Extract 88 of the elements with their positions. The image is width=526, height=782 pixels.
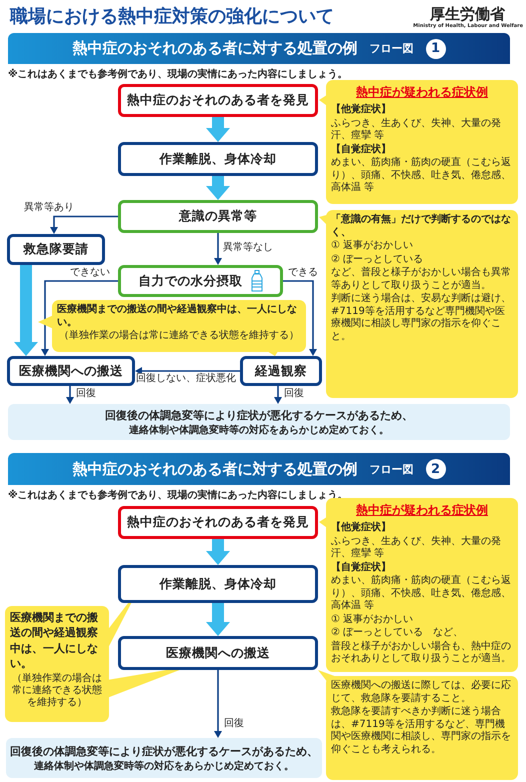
callout-heading: 熱中症が疑われる症状例 — [355, 84, 489, 101]
process-box — [118, 265, 283, 297]
node-text: ふらつき、生あくび、失神、大量の発汗、痙攣 等 — [331, 118, 502, 142]
process-box — [7, 356, 135, 386]
node-text: ① 返事がおかしい — [331, 614, 414, 626]
edge-label: できない — [70, 267, 110, 279]
arrow — [14, 265, 38, 356]
node-text: 判断に迷う場合は、安易な判断は避け、#7119等を活用するなど専門機関や医療機関に相談し専門家の指示を仰ぐこと。 — [331, 293, 512, 343]
arrow — [50, 216, 118, 234]
node-text: 医療機関までの搬送の間や経過観察中は、一人にしない。 — [10, 610, 99, 672]
node-text: 救急隊を要請すべきか判断に迷う場合は、#7119等を活用するなど、専門機関や医療機関に相談し、専門家の指示を仰ぐことも考えられる。 — [331, 706, 512, 756]
node-text: 【他覚症状】 — [331, 522, 392, 534]
node-text: ふらつき、生あくび、失神、大量の発汗、痙攣 等 — [331, 536, 502, 560]
process-box — [118, 142, 318, 176]
arrow — [66, 386, 74, 404]
edge-label: 異常等なし — [223, 242, 273, 254]
callout-bubble — [326, 676, 518, 780]
node-text: 回復後の体調急変等により症状が悪化するケースがあるため、 — [105, 408, 413, 422]
edge-label: 回復 — [224, 718, 244, 730]
header-band — [8, 33, 510, 64]
node-text: 救急隊要請 — [24, 241, 88, 258]
node-text: 意識の異常等 — [179, 208, 257, 225]
node-text: 【自覚症状】 — [331, 562, 392, 574]
node-text: 医療機関への搬送 — [166, 644, 270, 662]
callout-bubble — [326, 80, 518, 204]
process-box — [118, 200, 318, 233]
edge-label: 異常等あり — [24, 202, 74, 214]
node-text: など、普段と様子がおかしい場合も異常等ありとして取り扱うことが適当。 — [331, 267, 512, 292]
node-text: 連絡体制や体調急変時等の対応をあらかじめ定めておく。 — [129, 423, 389, 436]
node-text: 自力での水分摂取 — [138, 272, 242, 290]
arrow — [206, 539, 230, 565]
node-text: めまい、筋肉痛・筋肉の硬直（こむら返り）、頭痛、不快感、吐き気、倦怠感、高体温 等 — [331, 157, 512, 194]
node-text: 作業離脱、身体冷却 — [160, 576, 276, 592]
node-text: 熱中症のおそれのある者を発見 — [127, 92, 309, 109]
number-badge: 1 — [426, 38, 446, 58]
node-text: 医療機関への搬送に際しては、必要に応じて、救急隊を要請すること。 — [331, 680, 512, 705]
node-text: 医療機関への搬送 — [19, 362, 123, 380]
note-box — [6, 738, 322, 778]
node-text: 回復後の体調急変等により症状が悪化するケースがあるため、 — [10, 744, 318, 758]
note-text: ※これはあくまでも参考例であり、現場の実情にあった内容にしましょう。 — [8, 67, 348, 81]
callout-bubble — [326, 498, 518, 672]
node-text: フロー図 — [370, 462, 414, 476]
header-band — [8, 453, 510, 485]
node-text: 普段と様子がおかしい場合も、熱中症のおそれありとして取り扱うことが適当。 — [331, 640, 512, 666]
note-box — [8, 404, 510, 440]
arrow — [283, 280, 317, 356]
node-text: ② ぼーっとしている など、 — [331, 627, 464, 640]
node-text: 熱中症のおそれのある者を発見 — [127, 514, 309, 531]
page-title: 職場における熱中症対策の強化について — [10, 5, 334, 28]
process-box — [118, 636, 318, 670]
ministry-name: 厚生労働省 — [430, 5, 505, 23]
process-box — [240, 356, 322, 386]
node-text: 連絡体制や体調急変時等の対応をあらかじめ定めておく。 — [34, 759, 294, 772]
node-text: 熱中症のおそれのある者に対する処置の例 — [72, 460, 358, 478]
node-text: 医療機関までの搬送の間や経過観察中は、一人にしない。 — [57, 304, 298, 329]
node-text: ① 返事がおかしい — [331, 240, 414, 252]
process-box — [118, 84, 318, 117]
node-text: 「意識の有無」だけで判断するのではなく、 — [331, 214, 512, 239]
callout-bubble — [326, 210, 518, 398]
node-text: 【自覚症状】 — [331, 144, 392, 156]
process-box — [7, 234, 105, 265]
edge-label: 回復しない、症状悪化 — [136, 373, 236, 385]
callout-heading: 熱中症が疑われる症状例 — [355, 502, 489, 519]
callout-bubble — [52, 300, 306, 352]
edge-label: 回復 — [284, 388, 304, 400]
arrow — [135, 367, 240, 375]
arrow — [206, 603, 230, 636]
process-box — [118, 565, 318, 603]
arrow — [41, 280, 118, 356]
arrow — [214, 233, 222, 265]
node-text: （単独作業の場合は常に連絡できる状態を維持する） — [58, 330, 300, 342]
arrow — [206, 117, 230, 142]
number-badge: 2 — [426, 459, 446, 479]
node-text: フロー図 — [370, 41, 414, 56]
node-text: ② ぼーっとしている — [331, 254, 424, 266]
node-text: （単独作業の場合は常に連絡できる状態を維持する） — [11, 672, 103, 709]
node-text: 作業離脱、身体冷却 — [160, 150, 276, 168]
process-box — [118, 506, 318, 539]
callout-bubble — [5, 606, 109, 722]
node-text: 経過観察 — [255, 362, 307, 380]
arrow — [206, 176, 230, 200]
arrow — [274, 386, 282, 404]
edge-label: できる — [288, 267, 318, 279]
node-text: 熱中症のおそれのある者に対する処置の例 — [72, 39, 358, 58]
node-text: 【他覚症状】 — [331, 104, 392, 116]
edge-label: 回復 — [76, 388, 96, 400]
node-text: めまい、筋肉痛・筋肉の硬直（こむら返り）、頭痛、不快感、吐き気、倦怠感、高体温 等 — [331, 575, 512, 612]
arrow — [214, 670, 222, 738]
